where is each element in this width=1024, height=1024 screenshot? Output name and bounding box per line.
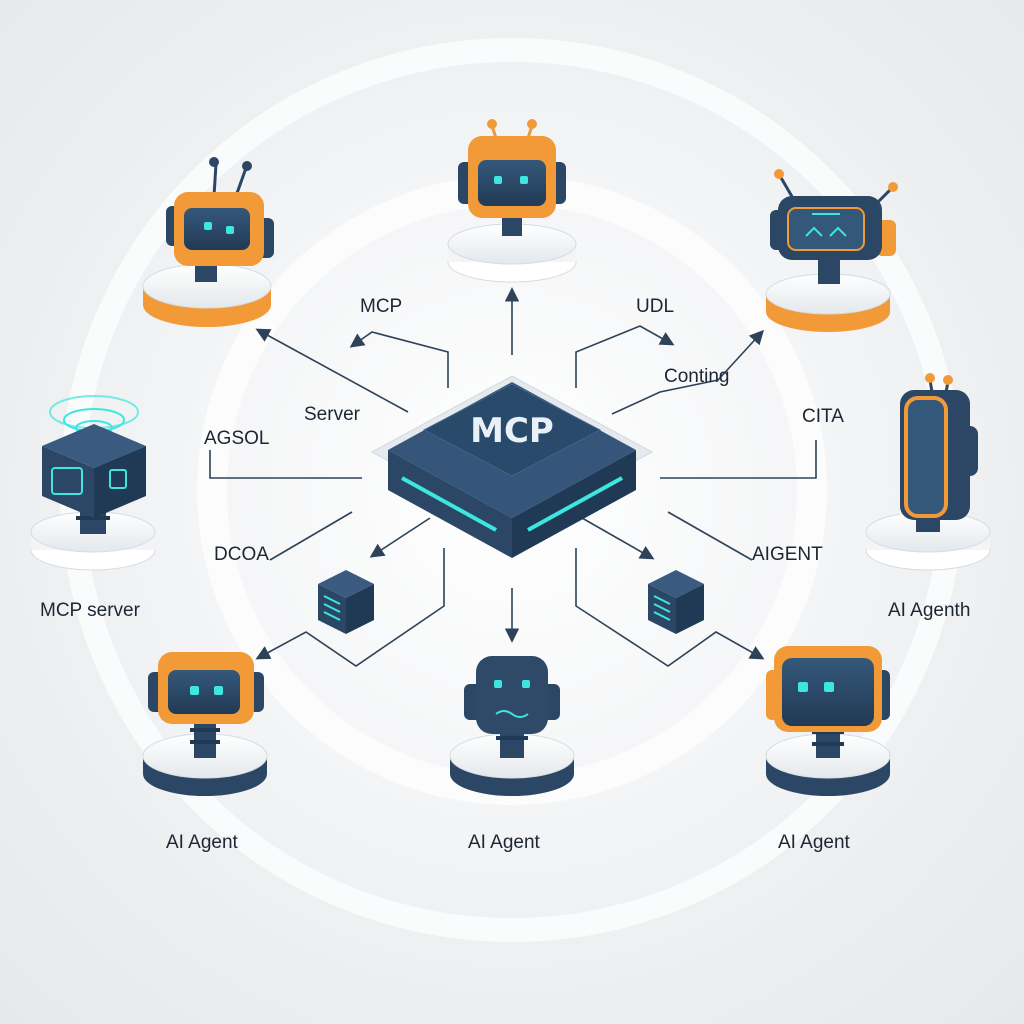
connector-conting — [611, 329, 764, 415]
label-server: Server — [304, 404, 360, 425]
node-label-agent-bottom-right: AI Agent — [778, 832, 850, 853]
robot-right-icon[interactable] — [900, 373, 978, 532]
connector-bottom-left — [255, 548, 445, 667]
connector-cita — [660, 440, 817, 479]
connector-bottom-right — [575, 548, 765, 667]
label-aigent: AIGENT — [752, 544, 823, 565]
connector-udl — [575, 325, 675, 388]
label-cita: CITA — [802, 406, 844, 427]
connector-right-box — [581, 517, 655, 560]
mcp-hub[interactable]: MCP — [370, 375, 654, 558]
robot-bottom-right-icon[interactable] — [766, 646, 890, 758]
connector-aigent — [667, 511, 753, 561]
label-mcp: MCP — [360, 296, 403, 317]
label-udl: UDL — [636, 296, 675, 317]
node-label-agent-bottom-center: AI Agent — [468, 832, 540, 853]
node-label-agent-right: AI Agenth — [888, 600, 971, 621]
connector-dcoa — [269, 511, 353, 561]
platform-top-right — [765, 273, 891, 332]
server-box-left-icon — [318, 570, 374, 634]
connector-lines — [209, 287, 817, 667]
server-box-right-icon — [648, 570, 704, 634]
label-dcoa: DCOA — [214, 544, 269, 565]
robot-bottom-left-icon[interactable] — [148, 652, 264, 758]
hub-label: MCP — [470, 411, 554, 451]
connector-top-left — [255, 328, 409, 413]
connector-agsol — [209, 450, 362, 479]
robot-top-left-icon[interactable] — [166, 157, 274, 282]
robot-top-center-icon[interactable] — [458, 119, 566, 236]
platforms — [30, 223, 991, 796]
platform-top-left — [142, 263, 272, 327]
robot-top-right-icon[interactable] — [770, 169, 898, 284]
connector-mcp — [349, 331, 449, 388]
label-conting: Conting — [664, 366, 730, 387]
label-agsol: AGSOL — [204, 428, 270, 449]
robot-bottom-center-icon[interactable] — [464, 656, 560, 758]
node-label-mcp-server: MCP server — [40, 600, 140, 621]
connector-left-box — [369, 517, 431, 558]
mcp-server-cube-icon[interactable] — [42, 395, 146, 534]
platform-right — [865, 511, 991, 571]
platform-top-center — [447, 223, 577, 283]
node-label-agent-bottom-left: AI Agent — [166, 832, 238, 853]
